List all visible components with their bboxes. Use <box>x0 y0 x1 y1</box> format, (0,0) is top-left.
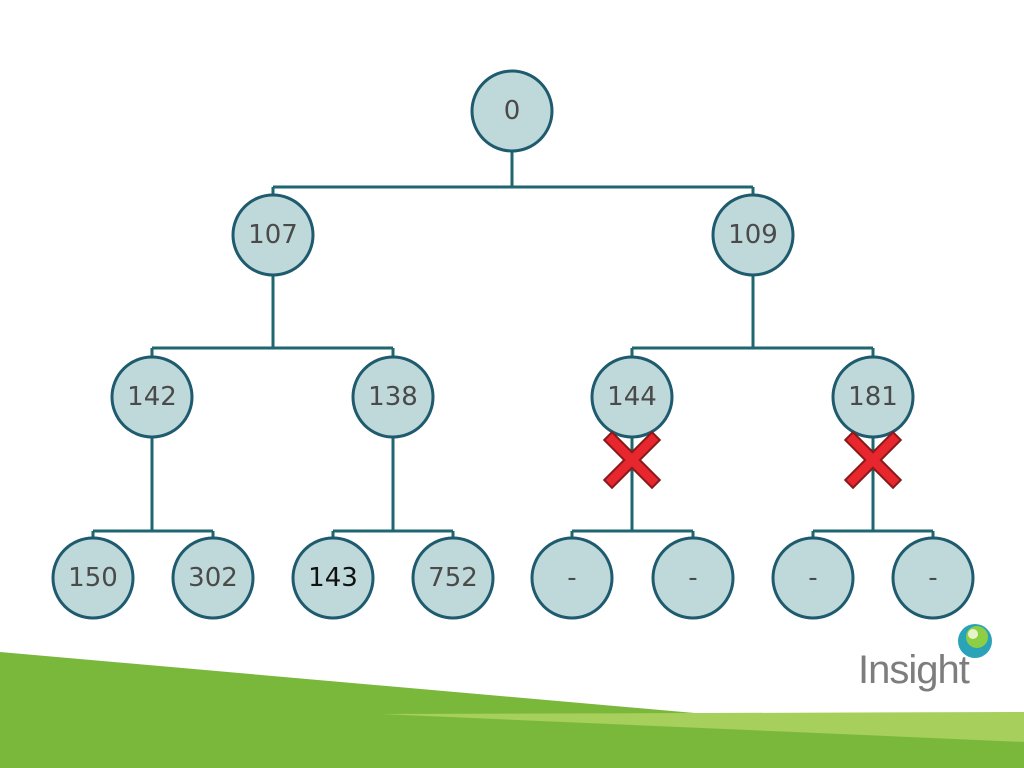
node-leaf: - <box>771 536 855 620</box>
node-level2: 181 <box>831 355 915 439</box>
node-label: - <box>808 563 817 593</box>
node-label: - <box>928 563 937 593</box>
node-leaf: - <box>530 536 614 620</box>
node-leaf: 143 <box>291 536 375 620</box>
insight-logo: Insight <box>858 624 992 692</box>
node-level1: 109 <box>711 193 795 277</box>
node-leaf: - <box>891 536 975 620</box>
node-level1: 107 <box>231 193 315 277</box>
logo-text: Insight <box>858 648 970 692</box>
footer-band-green-light <box>380 712 1024 742</box>
prune-x-icon <box>843 430 903 490</box>
footer-bands <box>0 652 1024 768</box>
node-label: - <box>688 563 697 593</box>
node-leaf: 150 <box>51 536 135 620</box>
node-label: 107 <box>248 220 298 250</box>
node-level2: 138 <box>351 355 435 439</box>
node-label: - <box>567 563 576 593</box>
tree-nodes: 0 107 109 142 138 144 181 <box>51 69 975 620</box>
node-leaf: 752 <box>411 536 495 620</box>
node-label: 138 <box>368 382 418 412</box>
node-label: 150 <box>68 563 118 593</box>
node-label: 181 <box>848 382 898 412</box>
node-root: 0 <box>470 69 554 153</box>
node-label: 109 <box>728 220 778 250</box>
logo-globe-icon <box>958 624 992 658</box>
node-label: 752 <box>428 563 478 593</box>
node-level2: 142 <box>110 355 194 439</box>
node-level2: 144 <box>590 355 674 439</box>
prune-x-icon <box>602 430 662 490</box>
node-leaf: 302 <box>171 536 255 620</box>
node-label: 302 <box>188 563 238 593</box>
node-leaf: - <box>651 536 735 620</box>
node-label: 0 <box>504 96 521 126</box>
node-label: 144 <box>607 382 657 412</box>
footer-band-green <box>0 652 1024 768</box>
node-label: 142 <box>127 382 177 412</box>
node-label: 143 <box>308 563 358 593</box>
tree-edges <box>91 152 935 538</box>
